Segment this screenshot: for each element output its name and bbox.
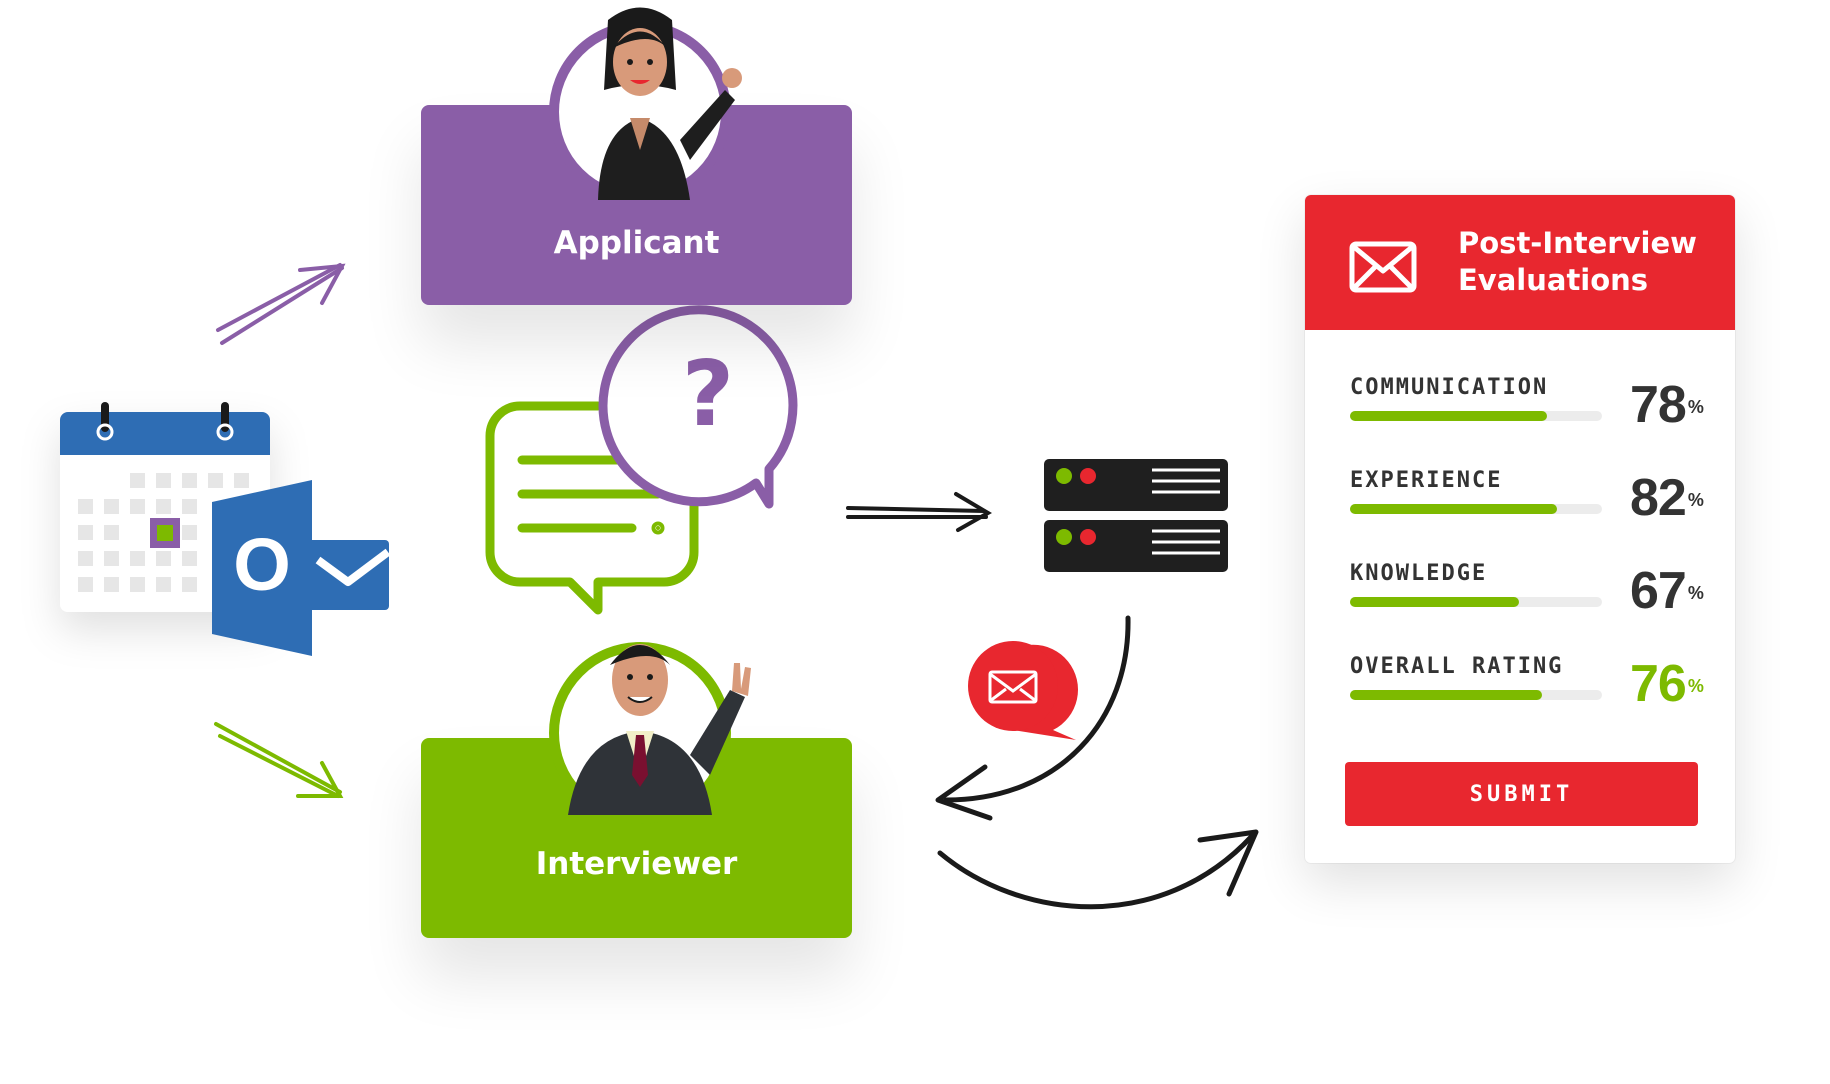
evaluation-panel: Post-Interview Evaluations COMMUNICATION… [1305, 195, 1735, 863]
server-icon [1044, 459, 1228, 572]
evaluation-title-line1: Post-Interview [1458, 226, 1697, 260]
metric-track [1350, 690, 1602, 700]
question-bubble-icon: ? [598, 305, 798, 509]
interviewer-avatar [549, 642, 751, 824]
metric-fill [1350, 411, 1547, 421]
metric-label: KNOWLEDGE [1350, 561, 1488, 586]
calendar-rings-icon [96, 402, 234, 441]
applicant-avatar [549, 7, 742, 203]
applicant-label: Applicant [553, 225, 720, 261]
metric-overall-rating: OVERALL RATING 76% [1350, 654, 1704, 714]
outlook-icon: O [212, 480, 391, 656]
metric-label: EXPERIENCE [1350, 468, 1503, 493]
submit-button[interactable]: SUBMIT [1345, 762, 1698, 826]
evaluation-title-line2: Evaluations [1458, 263, 1649, 297]
question-mark: ? [682, 342, 734, 447]
evaluation-header: Post-Interview Evaluations [1305, 195, 1735, 330]
metric-experience: EXPERIENCE 82% [1350, 468, 1704, 528]
outlook-letter: O [233, 523, 291, 606]
interviewer-label: Interviewer [535, 846, 738, 882]
arrow-to-applicant-icon [216, 263, 346, 345]
metric-communication: COMMUNICATION 78% [1350, 375, 1704, 435]
metric-track [1350, 504, 1602, 514]
metric-track [1350, 411, 1602, 421]
evaluation-title: Post-Interview Evaluations [1458, 225, 1718, 299]
arrow-to-interviewer-icon [214, 722, 344, 798]
metric-value: 67% [1630, 562, 1704, 620]
metric-label: COMMUNICATION [1350, 375, 1549, 400]
calendar-selected-day [150, 518, 180, 548]
metric-knowledge: KNOWLEDGE 67% [1350, 561, 1704, 621]
arrow-interviewer-to-panel-icon [937, 829, 1259, 910]
calendar-grid [78, 473, 249, 592]
metric-fill [1350, 597, 1519, 607]
arrow-server-to-interviewer-icon [935, 615, 1131, 821]
envelope-icon [1349, 241, 1417, 293]
metric-label: OVERALL RATING [1350, 654, 1564, 679]
metric-fill [1350, 504, 1557, 514]
metric-fill [1350, 690, 1542, 700]
metric-value: 76% [1630, 655, 1704, 713]
metric-value: 78% [1630, 376, 1704, 434]
arrow-to-server-icon [846, 492, 992, 532]
chat-bubble-icon [485, 401, 699, 615]
mail-bubble-icon [968, 641, 1078, 740]
metric-value: 82% [1630, 469, 1704, 527]
metric-track [1350, 597, 1602, 607]
